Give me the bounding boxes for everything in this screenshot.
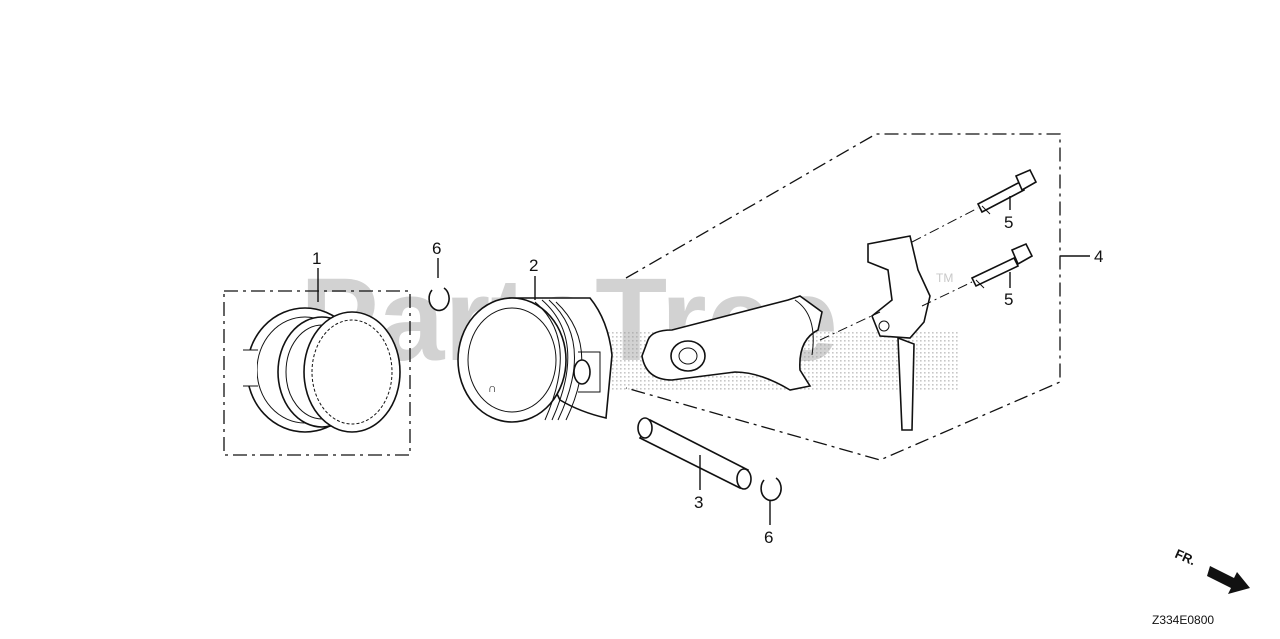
callout-6-lower[interactable]: 6 xyxy=(764,528,773,547)
ring-oil xyxy=(303,311,401,433)
callout-6-upper[interactable]: 6 xyxy=(432,239,441,258)
callout-labels: 1 2 3 4 5 5 6 6 xyxy=(312,213,1103,547)
oil-dipper xyxy=(897,336,915,431)
part-piston-ring-set[interactable] xyxy=(223,290,411,456)
piston-crown xyxy=(457,297,567,423)
svg-text:∩: ∩ xyxy=(488,381,497,395)
ring-set-box xyxy=(223,290,411,456)
callout-3[interactable]: 3 xyxy=(694,493,703,512)
part-connecting-rod-assembly[interactable] xyxy=(625,133,1061,461)
callout-5-upper[interactable]: 5 xyxy=(1004,213,1013,232)
part-bolt-upper[interactable] xyxy=(976,168,1038,215)
leader-lines xyxy=(317,196,1090,525)
front-label: FR. xyxy=(1173,546,1198,568)
part-clip-upper[interactable] xyxy=(428,287,450,312)
front-arrow-icon xyxy=(1207,566,1250,594)
callout-2[interactable]: 2 xyxy=(529,256,538,275)
front-direction-marker: FR. xyxy=(1173,546,1250,594)
callout-5-lower[interactable]: 5 xyxy=(1004,290,1013,309)
diagram-code: Z334E0800 xyxy=(1152,613,1214,627)
rod-cap xyxy=(867,235,931,339)
callout-1[interactable]: 1 xyxy=(312,249,321,268)
callout-4[interactable]: 4 xyxy=(1094,247,1103,266)
part-clip-lower[interactable] xyxy=(760,477,782,502)
part-bolt-lower[interactable] xyxy=(970,242,1034,289)
rod-assembly-box xyxy=(625,133,1061,461)
part-piston-pin[interactable] xyxy=(637,417,752,490)
part-piston[interactable]: ∩ xyxy=(457,297,613,423)
watermark-trademark: TM xyxy=(936,271,953,285)
